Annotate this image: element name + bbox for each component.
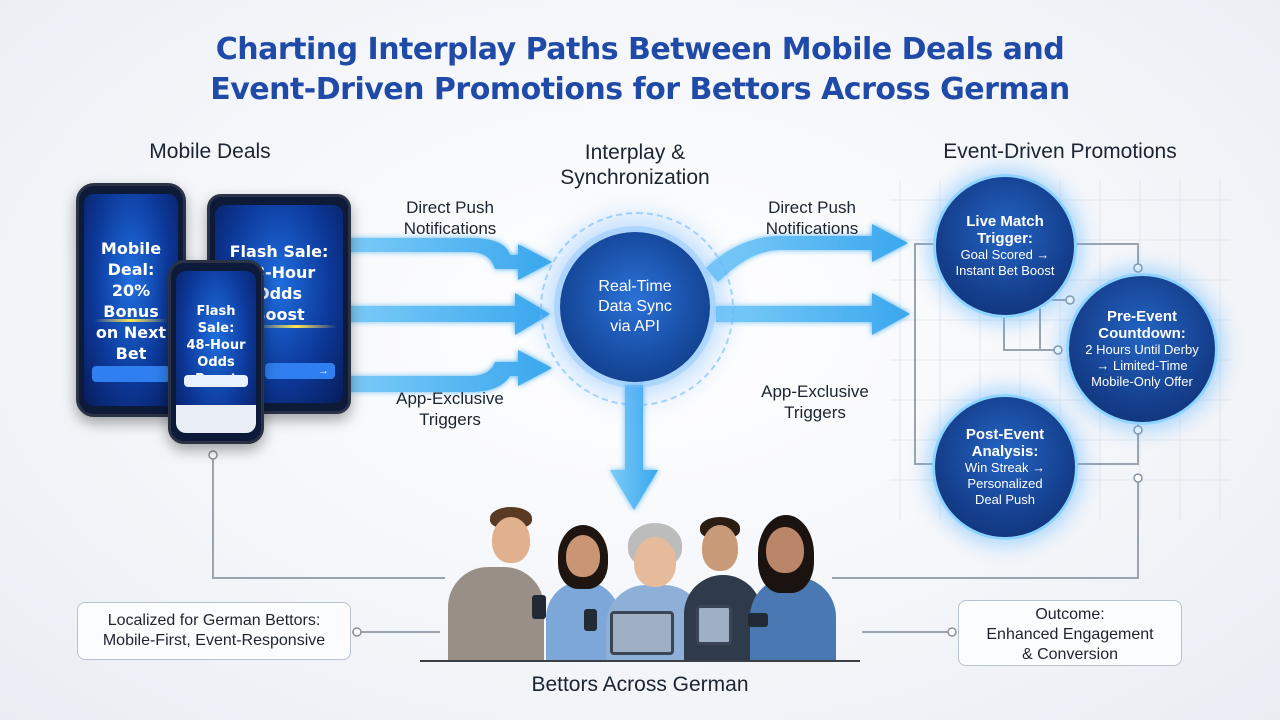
tablet-cta-bar: → (265, 363, 335, 379)
hub-ring (540, 212, 734, 406)
left-phone-glow-streak (94, 319, 168, 322)
pre-event-countdown-node: Pre-Event Countdown: 2 Hours Until Derby… (1066, 273, 1218, 425)
localized-line-2: Mobile-First, Event-Responsive (102, 632, 326, 649)
post-body-line-1: Win Streak → (964, 460, 1046, 475)
right-app-label-line-1: App-Exclusive (761, 382, 869, 401)
outcome-line-2: Enhanced Engagement (986, 626, 1154, 643)
right-app-label-line-2: Triggers (784, 403, 846, 422)
bettor-person-4 (676, 515, 766, 661)
arrow-left-bottom (345, 350, 552, 392)
live-body-line-2: Instant Bet Boost (955, 263, 1055, 278)
arrow-left-top (345, 238, 552, 280)
live-title-line-2: Trigger: (977, 230, 1033, 247)
real-time-sync-hub: Real-Time Data Sync via API (560, 232, 710, 382)
connector-events-to-outcome (832, 478, 1139, 579)
right-push-label-line-1: Direct Push (768, 198, 856, 217)
left-push-label: Direct Push Notifications (380, 197, 520, 239)
pre-title-line-1: Pre-Event (1106, 308, 1178, 325)
hub-line-1: Real-Time (598, 278, 672, 295)
live-body-line-1: Goal Scored → (960, 247, 1050, 262)
left-phone: Mobile Deal: 20% Bonus on Next Bet (76, 183, 186, 417)
post-title-line-2: Analysis: (971, 443, 1039, 460)
connector-live-to-pre (1072, 243, 1139, 268)
left-app-label: App-Exclusive Triggers (380, 388, 520, 430)
pre-title-line-2: Countdown: (1098, 325, 1186, 342)
interplay-heading-line-2: Synchronization (560, 166, 710, 189)
connector-live-down (1003, 318, 1058, 351)
hub-line-3: via API (610, 318, 660, 335)
page-title: Charting Interplay Paths Between Mobile … (90, 30, 1190, 110)
connector-left-loop (914, 243, 935, 465)
localized-box: Localized for German Bettors: Mobile-Fir… (77, 602, 351, 660)
interplay-heading-line-1: Interplay & (584, 141, 686, 164)
front-phone-promo-line-2: 48-Hour (186, 338, 246, 353)
outcome-box: Outcome: Enhanced Engagement & Conversio… (958, 600, 1182, 666)
mobile-deals-heading: Mobile Deals (149, 140, 271, 163)
title-line-1: Charting Interplay Paths Between Mobile … (215, 32, 1065, 67)
front-phone-promo-line-1: Flash Sale: (196, 304, 236, 336)
post-body-line-2: Personalized (967, 476, 1043, 491)
localized-line-1: Localized for German Bettors: (107, 612, 321, 629)
outcome-line-1: Outcome: (1035, 606, 1105, 623)
left-phone-promo-line-2: 20% Bonus (103, 281, 159, 321)
left-phone-cta-bar (92, 366, 170, 382)
left-phone-promo-line-3: on Next Bet (95, 323, 167, 363)
post-event-analysis-node: Post-Event Analysis: Win Streak → Person… (932, 394, 1078, 540)
post-title-line-1: Post-Event (965, 426, 1045, 443)
post-body-line-3: Deal Push (975, 492, 1035, 507)
right-push-label: Direct Push Notifications (742, 197, 882, 239)
right-app-label: App-Exclusive Triggers (740, 381, 890, 423)
bettors-baseline (420, 660, 860, 662)
live-match-trigger-node: Live Match Trigger: Goal Scored → Instan… (933, 174, 1077, 318)
front-phone-tab-bar (176, 405, 256, 433)
bettor-person-1 (440, 505, 550, 661)
arrow-right-middle (716, 293, 910, 335)
tablet-glow-streak (255, 325, 337, 328)
left-app-label-line-2: Triggers (419, 410, 481, 429)
bettors-label: Bettors Across German (531, 673, 749, 696)
left-push-label-line-1: Direct Push (406, 198, 494, 217)
pre-body-line-2: → Limited-Time (1096, 358, 1188, 373)
arrow-right-icon: → (318, 365, 329, 377)
bettors-group-illustration (440, 505, 840, 661)
right-push-label-line-2: Notifications (765, 219, 859, 238)
interplay-heading: Interplay & Synchronization (535, 140, 735, 190)
bettor-person-5 (740, 515, 840, 661)
arrow-left-middle (345, 293, 550, 335)
front-phone: Flash Sale: 48-Hour Odds Boost (168, 260, 264, 444)
arrow-right-top (706, 224, 908, 282)
hub-line-2: Data Sync (598, 298, 672, 315)
arrow-down (610, 385, 658, 510)
event-promotions-heading: Event-Driven Promotions (943, 140, 1177, 163)
left-push-label-line-2: Notifications (403, 219, 497, 238)
live-title-line-1: Live Match (966, 213, 1044, 230)
tablet-promo-line-3: Boost (253, 305, 305, 324)
left-app-label-line-1: App-Exclusive (396, 389, 504, 408)
pre-body-line-3: Mobile-Only Offer (1091, 374, 1193, 389)
left-phone-screen: Mobile Deal: 20% Bonus on Next Bet (84, 194, 178, 406)
outcome-line-3: & Conversion (1021, 646, 1119, 663)
front-phone-cta-bar (184, 375, 248, 387)
connector-phones-to-bettors (212, 455, 445, 579)
pre-body-line-1: 2 Hours Until Derby (1085, 342, 1199, 357)
title-line-2: Event-Driven Promotions for Bettors Acro… (210, 72, 1070, 107)
tablet-promo-line-1: Flash Sale: (229, 242, 329, 261)
left-phone-promo-line-1: Mobile Deal: (100, 239, 162, 279)
left-phone-promo: Mobile Deal: 20% Bonus on Next Bet (88, 238, 174, 364)
front-phone-screen: Flash Sale: 48-Hour Odds Boost (176, 271, 256, 433)
